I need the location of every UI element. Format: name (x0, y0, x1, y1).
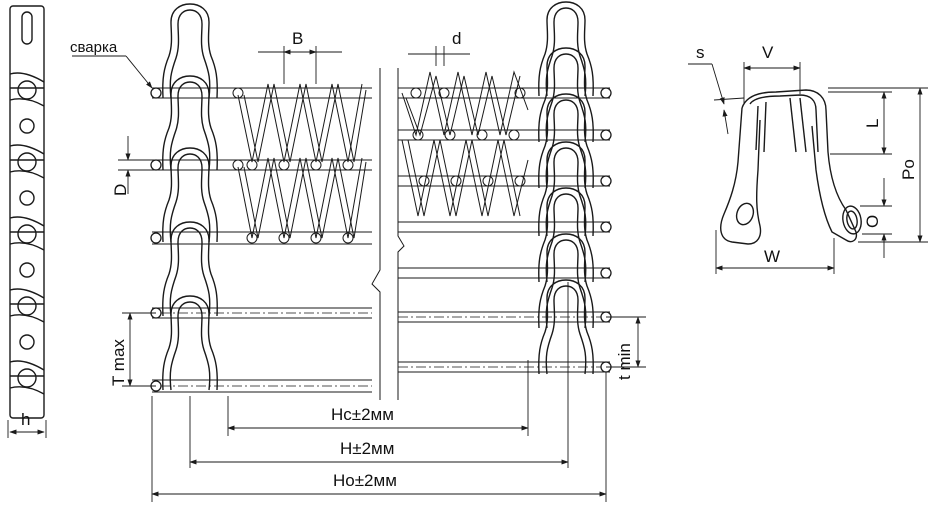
label-b: B (292, 29, 303, 48)
label-hc: Hc±2мм (331, 405, 394, 424)
label-w: W (764, 247, 780, 266)
spiral-mesh-left (232, 83, 367, 244)
side-view-strip: h (7, 5, 47, 438)
label-l: L (863, 119, 882, 128)
label-v: V (762, 43, 774, 62)
label-o: O (863, 215, 882, 228)
label-weld: сварка (70, 39, 118, 56)
label-d: d (452, 29, 461, 48)
label-po: Po (899, 159, 918, 180)
rod-ends (150, 87, 612, 392)
label-h-total: H±2мм (340, 439, 394, 458)
label-t-max: T max (109, 339, 128, 386)
label-s: s (696, 43, 705, 62)
belt-main-view: сварка B d D T max t min (70, 1, 646, 502)
link-detail-view: V s L Po O W (688, 43, 928, 274)
links-left (162, 3, 218, 391)
break-lines (371, 68, 405, 400)
cross-rods (152, 87, 610, 393)
label-d-rod: D (111, 184, 130, 196)
links-right (538, 1, 594, 375)
label-t-min: t min (615, 343, 634, 380)
spiral-mesh-right (401, 70, 529, 217)
label-ho: Ho±2мм (333, 471, 397, 490)
label-h: h (21, 410, 30, 429)
